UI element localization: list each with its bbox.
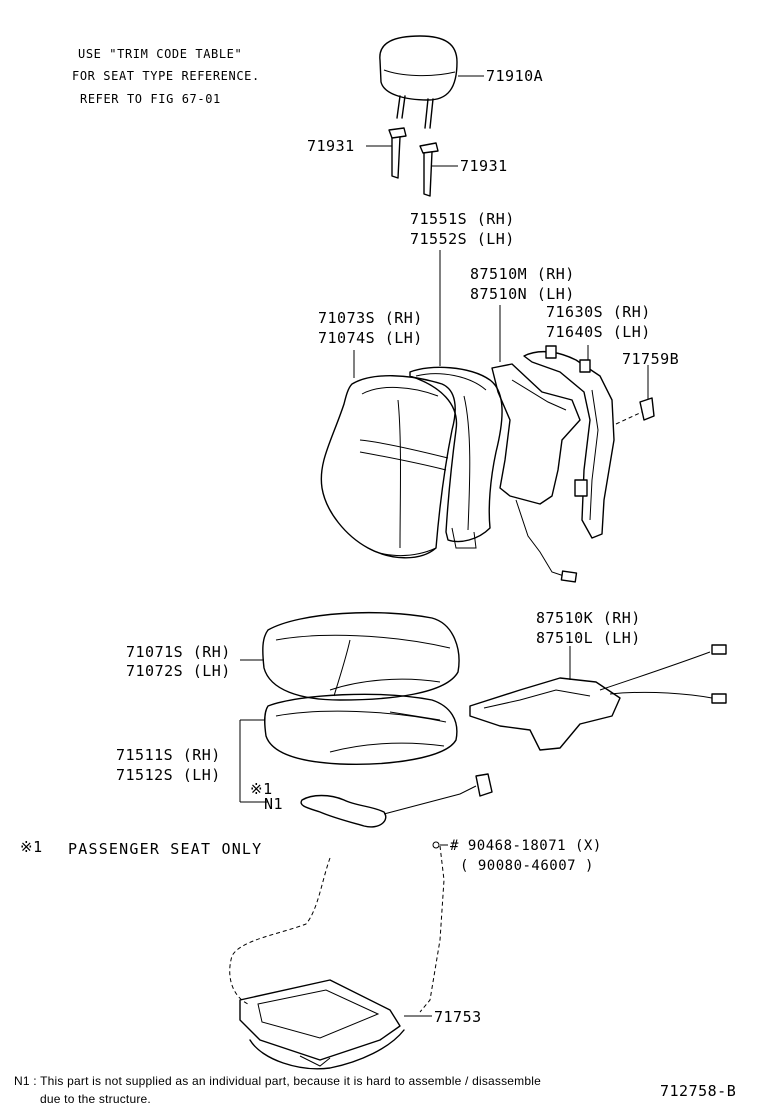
footnote-line-1: N1 : This part is not supplied as an ind… bbox=[14, 1074, 541, 1088]
footnote-line-2: due to the structure. bbox=[40, 1092, 151, 1106]
part-back-frame-rh: 71630S (RH) bbox=[546, 303, 651, 321]
part-cushion-frame: 71753 bbox=[434, 1008, 482, 1026]
cushion-heater-drawing bbox=[469, 644, 727, 751]
part-support-right: 71931 bbox=[460, 157, 508, 175]
seat-back-cover-drawing bbox=[320, 375, 456, 559]
seat-back-pad-drawing bbox=[409, 366, 503, 549]
part-bolt-alt: ( 90080-46007 ) bbox=[460, 858, 594, 874]
seat-back-heater-drawing bbox=[491, 363, 581, 583]
part-headrest: 71910A bbox=[486, 67, 544, 85]
cushion-frame-drawing bbox=[239, 979, 432, 1070]
part-heater-cushion-rh: 87510K (RH) bbox=[536, 609, 641, 627]
cushion-pad-drawing bbox=[239, 693, 458, 803]
leader-lines-back bbox=[353, 250, 649, 400]
occupant-sensor-drawing bbox=[300, 773, 493, 828]
figure-id: 712758-B bbox=[660, 1082, 737, 1100]
note-line-3: REFER TO FIG 67-01 bbox=[80, 92, 221, 106]
part-heater-back-lh: 87510N (LH) bbox=[470, 285, 575, 303]
part-sensor: N1 bbox=[264, 795, 284, 813]
ref-mark: ※1 bbox=[250, 780, 273, 798]
part-bolt: # 90468-18071 (X) bbox=[450, 838, 602, 854]
headrest-supports-drawing bbox=[366, 127, 458, 197]
part-cushion-cover-rh: 71071S (RH) bbox=[126, 643, 231, 661]
part-cushion-pad-lh: 71512S (LH) bbox=[116, 766, 221, 784]
part-back-frame-lh: 71640S (LH) bbox=[546, 323, 651, 341]
cushion-cover-drawing bbox=[240, 611, 460, 701]
legend-mark: ※1 bbox=[20, 838, 43, 856]
note-line-2: FOR SEAT TYPE REFERENCE. bbox=[72, 69, 260, 83]
part-back-pad-rh: 71551S (RH) bbox=[410, 210, 515, 228]
part-back-cover-rh: 71073S (RH) bbox=[318, 309, 423, 327]
seat-back-frame-drawing bbox=[523, 345, 655, 539]
part-back-pad-lh: 71552S (LH) bbox=[410, 230, 515, 248]
part-back-cover-lh: 71074S (LH) bbox=[318, 329, 423, 347]
part-cushion-cover-lh: 71072S (LH) bbox=[126, 662, 231, 680]
headrest-drawing bbox=[379, 35, 484, 129]
part-clip: 71759B bbox=[622, 350, 680, 368]
part-cushion-pad-rh: 71511S (RH) bbox=[116, 746, 221, 764]
part-heater-back-rh: 87510M (RH) bbox=[470, 265, 575, 283]
seat-frame-outline-drawing bbox=[229, 841, 448, 1013]
note-line-1: USE "TRIM CODE TABLE" bbox=[78, 47, 243, 61]
part-support-left: 71931 bbox=[307, 137, 355, 155]
legend-text: PASSENGER SEAT ONLY bbox=[68, 840, 263, 858]
part-heater-cushion-lh: 87510L (LH) bbox=[536, 629, 641, 647]
